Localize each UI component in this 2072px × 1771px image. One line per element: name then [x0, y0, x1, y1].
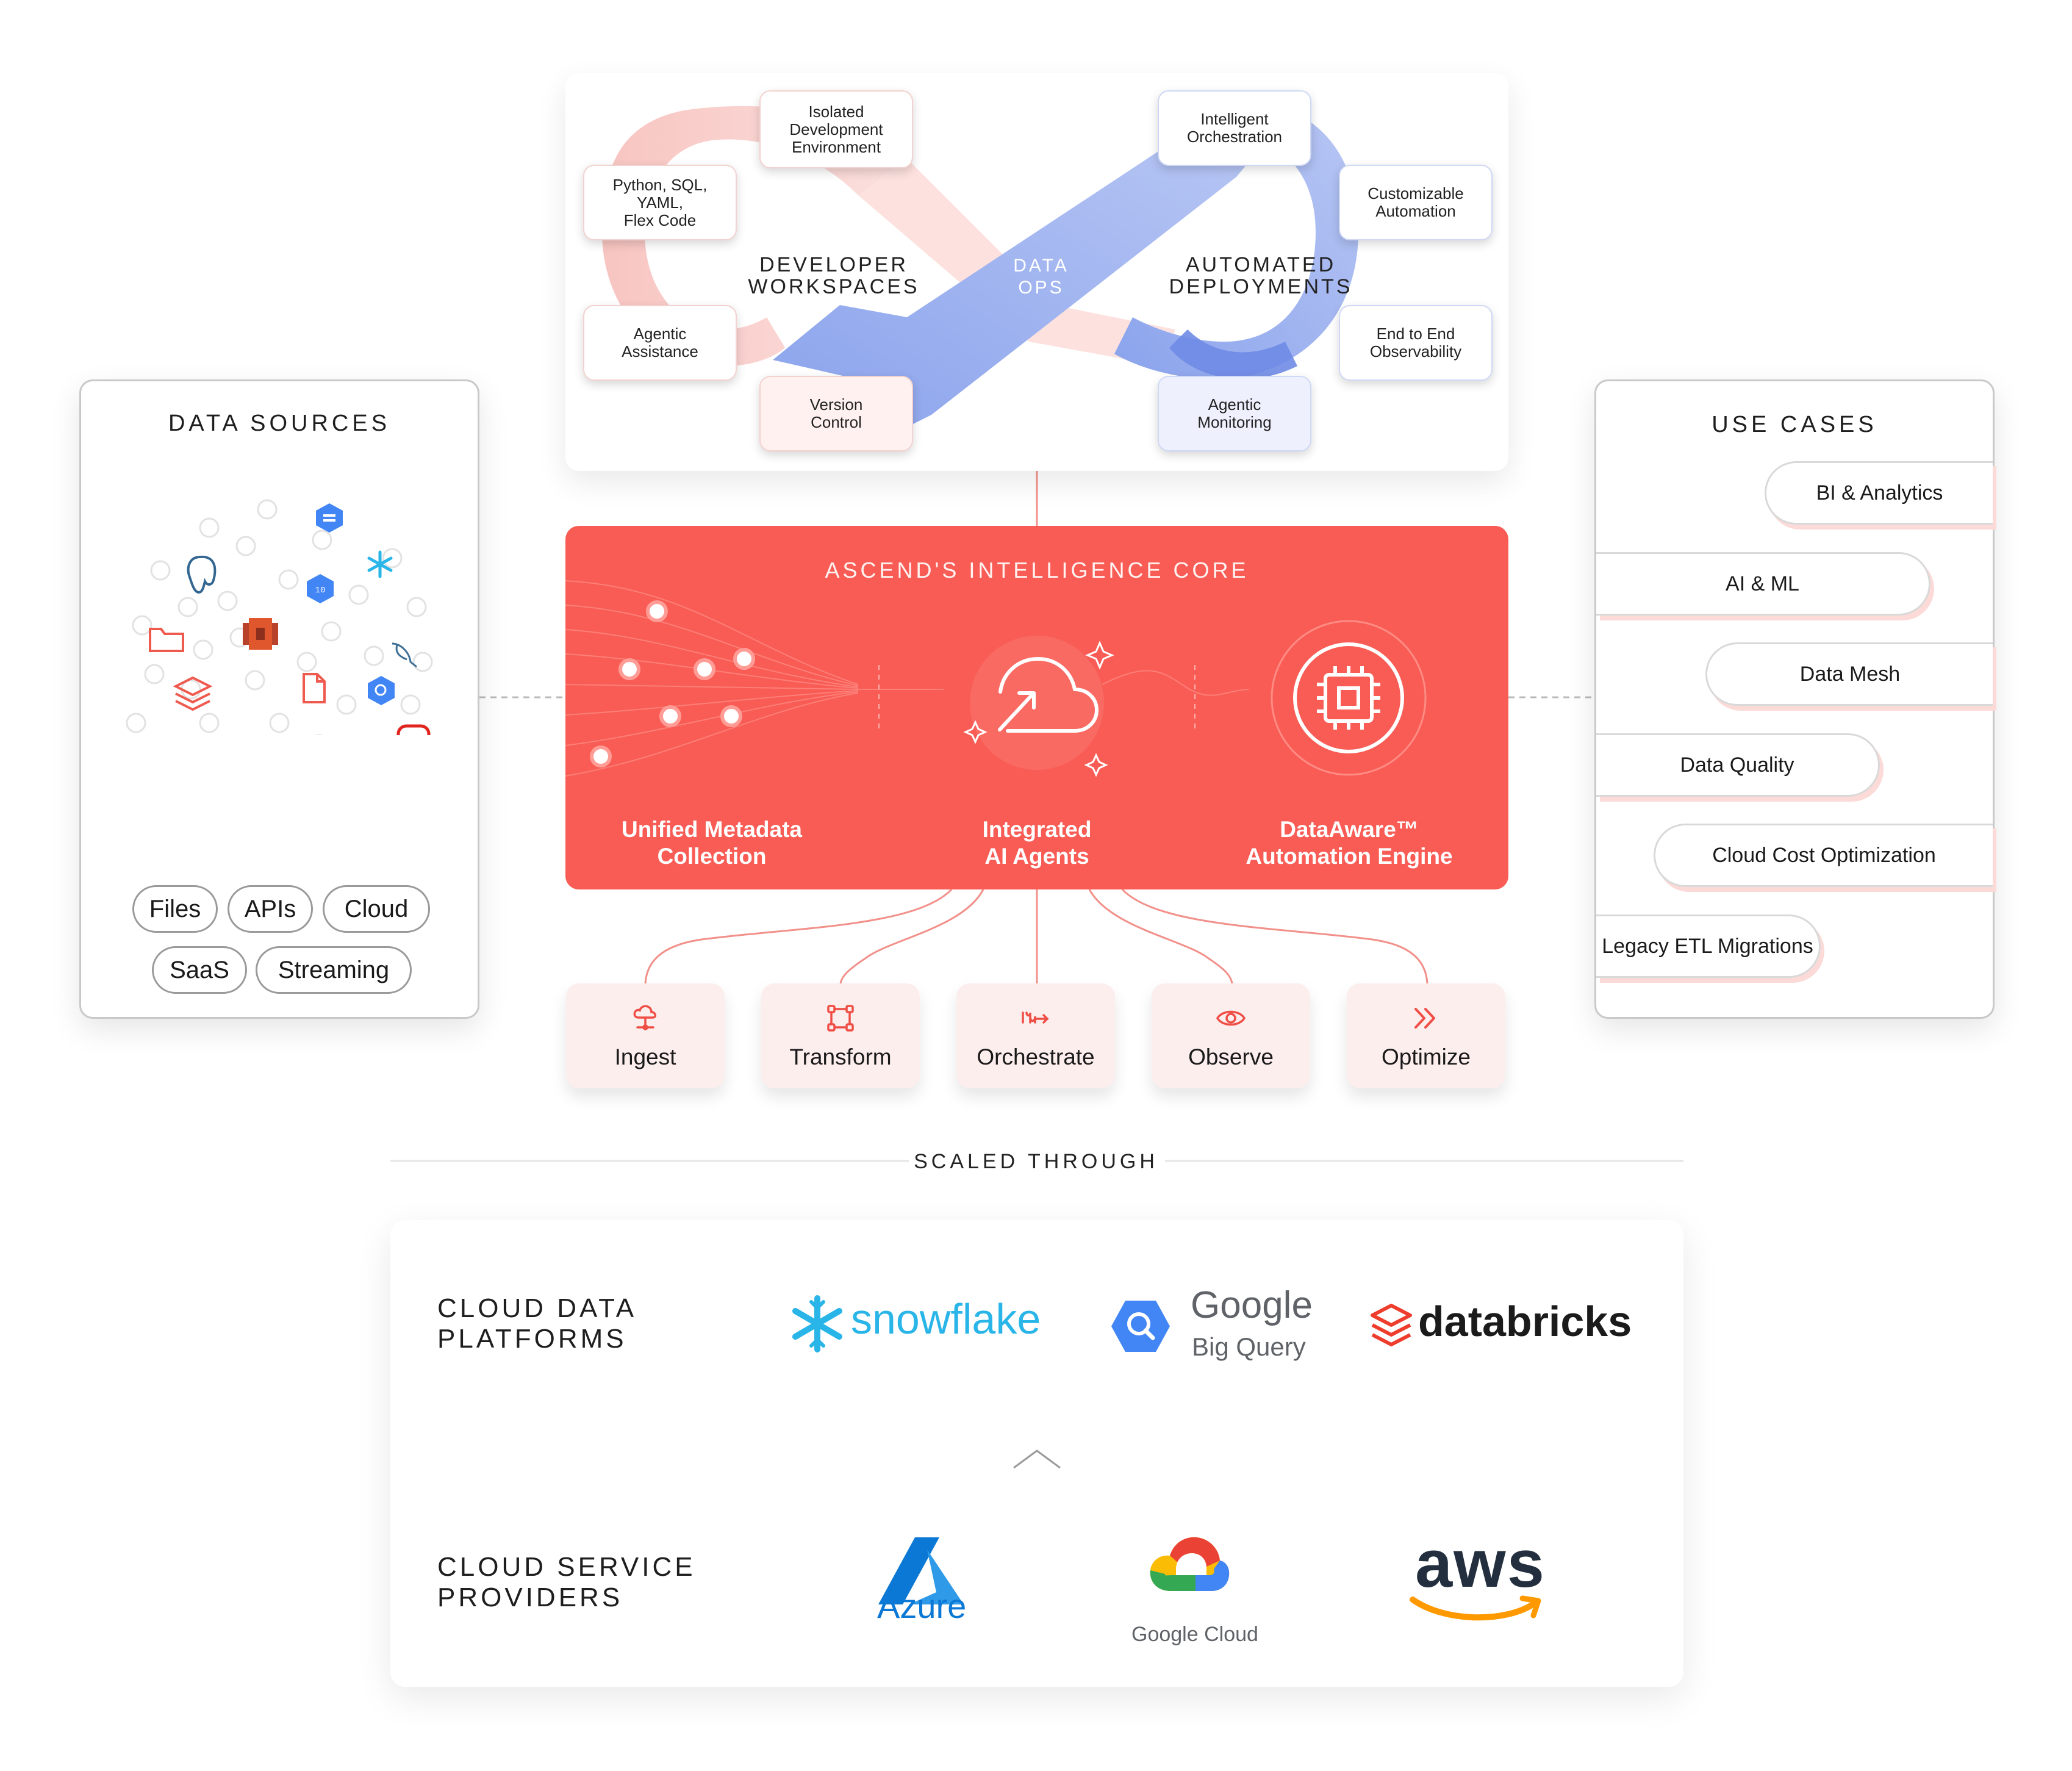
chevron-up-icon	[1013, 1449, 1061, 1469]
use-case-legacy-etl-migrations: Legacy ETL Migrations	[1596, 914, 1821, 978]
transform-icon	[827, 1005, 854, 1032]
capability-label: Transform	[789, 1044, 892, 1069]
cloud-data-platforms-label: CLOUD DATA PLATFORMS	[437, 1293, 637, 1354]
postgres-icon	[187, 555, 217, 594]
ingest-icon	[633, 1005, 656, 1030]
use-case-data-mesh: Data Mesh	[1705, 642, 1993, 706]
svg-text:10: 10	[315, 586, 326, 595]
cloud-service-providers-label: CLOUD SERVICE PROVIDERS	[437, 1552, 696, 1612]
bigtable-icon: 10	[307, 574, 334, 603]
metadata-dots	[590, 600, 755, 767]
database-icon	[316, 503, 343, 533]
cloud-upload-icon	[998, 657, 1099, 733]
use-case-bi-analytics: BI & Analytics	[1765, 461, 1993, 525]
capability-label: Orchestrate	[977, 1044, 1095, 1069]
developer-workspaces-label: DEVELOPER WORKSPACES	[748, 253, 920, 298]
data-sources-title: DATA SOURCES	[168, 411, 391, 436]
aws-s3-icon	[243, 618, 278, 650]
snowflake-small-icon	[367, 550, 393, 578]
snowflake-logo-icon	[792, 1295, 842, 1352]
data-source-icon-cluster: 10	[126, 499, 433, 735]
file-icon	[303, 673, 326, 703]
node-version-control: Version Control	[759, 376, 913, 451]
data-sources-panel: DATA SOURCES 10	[79, 379, 479, 1019]
capability-label: Optimize	[1382, 1044, 1471, 1069]
node-intelligent-orchestration: Intelligent Orchestration	[1158, 90, 1311, 166]
sparkle-icons	[963, 641, 1114, 777]
bigquery-logo-icon	[1111, 1301, 1170, 1352]
snowflake-logo-text: snowflake	[851, 1295, 1041, 1343]
capability-label: Observe	[1188, 1044, 1274, 1069]
source-pill-saas: SaaS	[152, 946, 247, 994]
bigquery-small-icon	[368, 676, 395, 705]
capability-orchestrate: Orchestrate	[956, 983, 1115, 1088]
scaled-through-label: SCALED THROUGH	[914, 1150, 1158, 1173]
chevrons-right-icon	[1414, 1008, 1435, 1029]
capability-observe: Observe	[1152, 983, 1310, 1088]
bigquery-logo-text: Big Query	[1192, 1332, 1306, 1361]
node-end-to-end-observability: End to End Observability	[1339, 305, 1493, 381]
use-case-cloud-cost-optimization: Cloud Cost Optimization	[1654, 824, 1993, 887]
core-label-integrated-ai-agents: Integrated AI Agents	[982, 817, 1092, 869]
google-logo-text: Google	[1191, 1284, 1313, 1326]
use-case-ai-ml: AI & ML	[1596, 552, 1930, 616]
use-case-data-quality: Data Quality	[1596, 733, 1880, 797]
node-customizable-automation: Customizable Automation	[1339, 165, 1493, 240]
orchestrate-icon	[1022, 1011, 1049, 1024]
platforms-panel: CLOUD DATA PLATFORMS CLOUD SERVICE PROVI…	[390, 1220, 1683, 1687]
capability-label: Ingest	[614, 1044, 676, 1069]
eye-icon	[1216, 1010, 1246, 1026]
core-graphics	[565, 580, 1427, 777]
capability-optimize: Optimize	[1347, 983, 1505, 1088]
automated-deployments-label: AUTOMATED DEPLOYMENTS	[1169, 253, 1353, 298]
intelligence-core-title: ASCEND'S INTELLIGENCE CORE	[825, 558, 1249, 583]
dataops-infinity-panel: DEVELOPER WORKSPACES AUTOMATED DEPLOYMEN…	[565, 73, 1508, 471]
databricks-logo-icon	[1371, 1304, 1412, 1346]
google-cloud-logo-text: Google Cloud	[1131, 1623, 1258, 1646]
node-python-sql-yaml-flex-code: Python, SQL, YAML, Flex Code	[583, 165, 737, 240]
mysql-icon	[392, 642, 417, 668]
data-ops-label: DATA OPS	[1013, 256, 1069, 298]
source-pill-files: Files	[132, 885, 218, 933]
core-label-unified-metadata: Unified Metadata Collection	[621, 817, 803, 869]
azure-logo-icon	[878, 1537, 964, 1604]
node-isolated-development-environment: Isolated Development Environment	[759, 90, 913, 168]
infinity-loop-graphic	[602, 98, 1358, 433]
aws-smile-icon	[1410, 1595, 1541, 1621]
databricks-logo-text: databricks	[1418, 1298, 1632, 1345]
chip-icon	[1293, 642, 1404, 753]
node-agentic-assistance: Agentic Assistance	[583, 305, 737, 381]
use-cases-title: USE CASES	[1712, 412, 1877, 437]
oracle-icon	[396, 724, 431, 735]
azure-logo-text: Azure	[877, 1587, 967, 1625]
databricks-small-icon	[173, 676, 213, 711]
capability-transform: Transform	[761, 983, 920, 1088]
node-agentic-monitoring: Agentic Monitoring	[1158, 376, 1311, 451]
folder-icon	[149, 628, 184, 652]
source-pill-streaming: Streaming	[256, 946, 412, 994]
aws-logo-text: aws	[1415, 1526, 1546, 1601]
google-cloud-logo-icon	[1150, 1537, 1230, 1591]
capability-ingest: Ingest	[566, 983, 725, 1088]
source-pill-cloud: Cloud	[323, 885, 430, 933]
source-pill-apis: APIs	[228, 885, 313, 933]
core-label-dataaware-engine: DataAware™ Automation Engine	[1246, 817, 1453, 869]
intelligence-core-panel: ASCEND'S INTELLIGENCE CORE Unified Metad…	[565, 526, 1508, 889]
